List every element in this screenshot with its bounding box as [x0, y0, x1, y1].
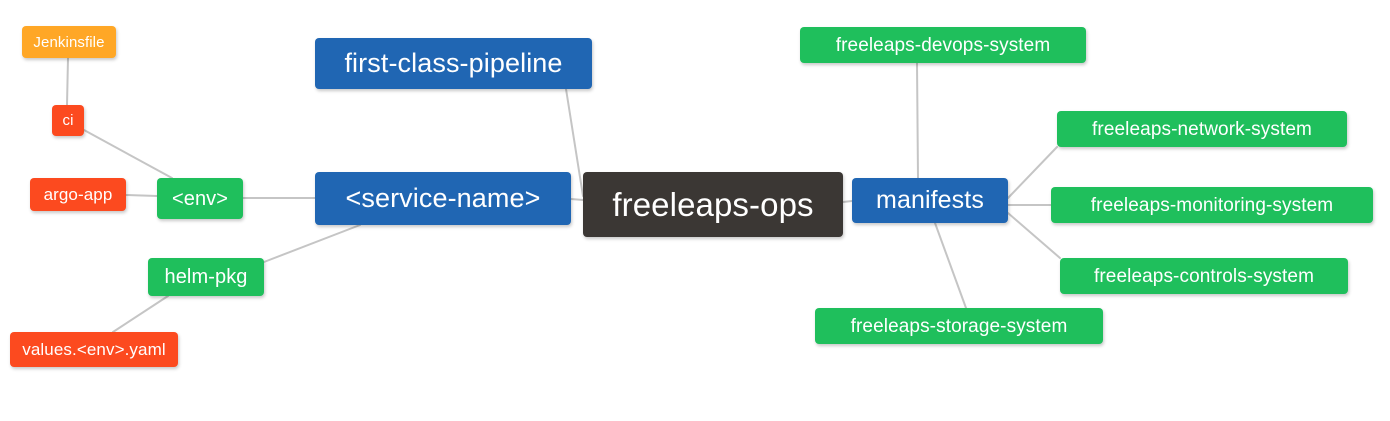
mindmap-node-jenkins[interactable]: Jenkinsfile: [22, 26, 116, 58]
mindmap-node-env[interactable]: <env>: [157, 178, 243, 219]
mindmap-node-values[interactable]: values.<env>.yaml: [10, 332, 178, 367]
edge-env-to-ci: [83, 129, 173, 179]
mindmap-node-helm[interactable]: helm-pkg: [148, 258, 264, 296]
edge-root-to-manifests: [842, 200, 853, 203]
mindmap-node-devops[interactable]: freeleaps-devops-system: [800, 27, 1086, 63]
mindmap-node-network[interactable]: freeleaps-network-system: [1057, 111, 1347, 147]
edge-manifests-to-network: [1007, 146, 1058, 199]
mindmap-node-fcp[interactable]: first-class-pipeline: [315, 38, 592, 89]
mindmap-node-manifests[interactable]: manifests: [852, 178, 1008, 223]
edge-manifests-to-devops: [916, 62, 919, 179]
mindmap-node-controls[interactable]: freeleaps-controls-system: [1060, 258, 1348, 294]
mindmap-node-svc[interactable]: <service-name>: [315, 172, 571, 225]
edge-svc-to-helm: [263, 224, 361, 263]
mindmap-node-storage[interactable]: freeleaps-storage-system: [815, 308, 1103, 344]
edge-env-to-argo: [125, 194, 158, 197]
mindmap-node-ci[interactable]: ci: [52, 105, 84, 136]
edge-helm-to-values: [112, 295, 169, 333]
edge-manifests-to-storage: [934, 222, 967, 309]
mindmap-node-argo[interactable]: argo-app: [30, 178, 126, 211]
edge-ci-to-jenkins: [66, 57, 69, 106]
mindmap-node-root[interactable]: freeleaps-ops: [583, 172, 843, 237]
edge-root-to-svc: [570, 198, 584, 201]
mindmap-node-monitoring[interactable]: freeleaps-monitoring-system: [1051, 187, 1373, 223]
